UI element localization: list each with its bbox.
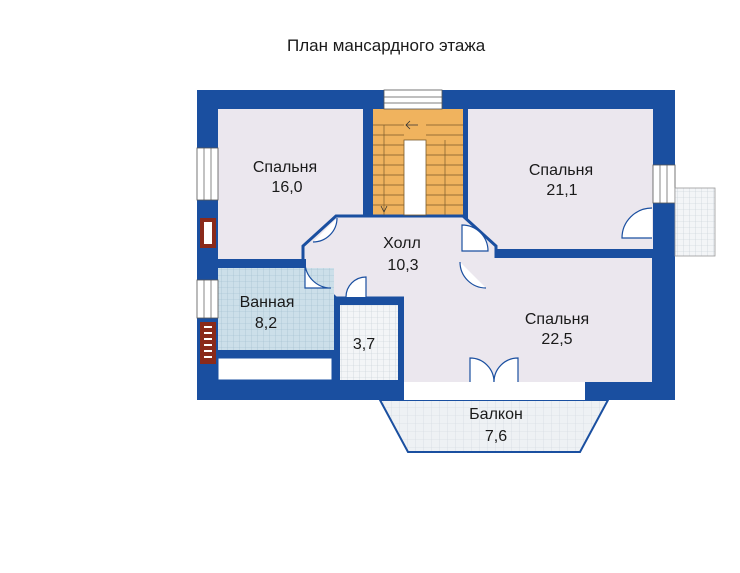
storage-strip bbox=[217, 357, 333, 381]
window-top bbox=[383, 89, 443, 110]
bedroom-left-area: 16,0 bbox=[271, 179, 302, 196]
window-right bbox=[652, 164, 676, 204]
room-interiors bbox=[217, 109, 653, 382]
bedroom-right-top-floor bbox=[468, 109, 653, 249]
hall-area: 10,3 bbox=[387, 257, 418, 274]
side-platform bbox=[674, 187, 716, 257]
bedroom-right-top-area: 21,1 bbox=[546, 182, 577, 199]
bathroom-name: Ванная bbox=[240, 294, 295, 311]
balcony-door-gap bbox=[465, 382, 525, 400]
doors bbox=[304, 207, 653, 383]
bathroom-area: 8,2 bbox=[255, 315, 277, 332]
window-left-top bbox=[196, 147, 219, 201]
closet-area: 3,7 bbox=[353, 336, 375, 353]
window-left-bath bbox=[196, 279, 219, 319]
balcony-name: Балкон bbox=[469, 406, 523, 423]
bedroom-right-bottom-name: Спальня bbox=[525, 311, 589, 328]
bedroom-right-top-name: Спальня bbox=[529, 162, 593, 179]
bedroom-right-bottom-area: 22,5 bbox=[541, 331, 572, 348]
radiators bbox=[200, 218, 216, 364]
hall-name: Холл bbox=[383, 235, 421, 252]
stair-treads bbox=[373, 120, 463, 216]
closet-floor bbox=[340, 305, 398, 380]
balcony-area: 7,6 bbox=[485, 428, 507, 445]
plan-title: План мансардного этажа bbox=[287, 36, 486, 55]
bedroom-right-bottom-floor bbox=[404, 258, 652, 382]
windows bbox=[196, 89, 676, 319]
room-labels: Спальня 16,0 Спальня 21,1 Холл 10,3 Ванн… bbox=[240, 159, 594, 445]
bedroom-left-name: Спальня bbox=[253, 159, 317, 176]
